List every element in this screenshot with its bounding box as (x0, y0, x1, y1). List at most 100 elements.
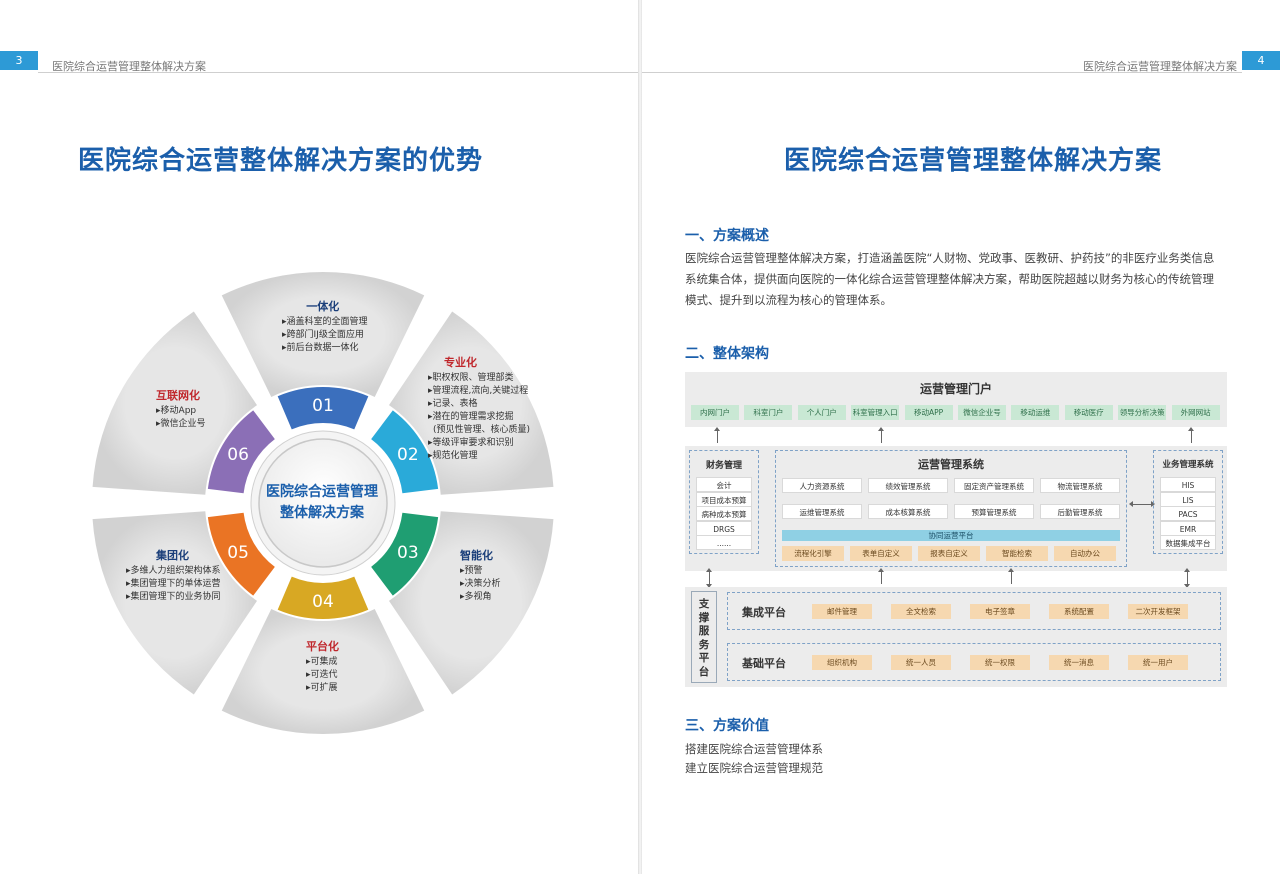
finance-chip: DRGS (696, 520, 752, 536)
arrow-up (714, 427, 720, 443)
segment-number: 05 (227, 543, 249, 563)
center-label-line1: 医院综合运营管理 (266, 484, 378, 500)
header-rule-right (642, 72, 1242, 73)
wheel-outer-segment-professional (388, 311, 554, 495)
foundation-platform: 基础平台 组织机构统一人员统一权限统一消息统一用户 (727, 643, 1221, 681)
support-label-char: 平 (698, 652, 710, 664)
support-label: 支撑服务平台 (691, 591, 717, 683)
finance-title: 财务管理 (705, 461, 742, 471)
center-label: 医院综合运营管理 整体解决方案 (248, 482, 396, 524)
overview-paragraph: 医院综合运营管理整体解决方案，打造涵盖医院“人财物、党政事、医教研、护药技”的非… (685, 251, 1215, 307)
collab-chip: 智能检索 (986, 546, 1048, 561)
ops-system-chip: 运维管理系统 (782, 504, 862, 519)
segment-number: 04 (312, 592, 334, 612)
portal-chip: 科室管理入口 (851, 405, 900, 420)
integration-title: 集成平台 (742, 606, 786, 619)
segment-item: ▸跨部门IJ级全面应用 (282, 330, 364, 340)
segment-text-integration: 一体化 ▸涵盖科室的全面管理 ▸跨部门IJ级全面应用 ▸前后台数据一体化 (282, 300, 368, 355)
running-head-left: 医院综合运营管理整体解决方案 (52, 60, 206, 73)
ops-system-chip: 成本核算系统 (868, 504, 948, 519)
wheel-outer-segment-intelligent (388, 511, 554, 695)
integration-platform: 集成平台 邮件管理全文检索电子签章系统配置二次开发框架 (727, 592, 1221, 630)
center-disc (258, 438, 388, 568)
segment-title: 专业化 (444, 356, 477, 369)
segment-title: 集团化 (156, 549, 189, 562)
finance-chip: 项目成本预算 (696, 491, 752, 507)
segment-item: ▸决策分析 (460, 579, 501, 589)
ops-system-chip: 固定资产管理系统 (954, 478, 1034, 493)
wheel-inner-segment-group (207, 512, 275, 596)
page-title-left: 医院综合运营整体解决方案的优势 (78, 146, 484, 176)
segment-number: 06 (227, 445, 249, 465)
segment-text-intelligent: 智能化 ▸预警 ▸决策分析 ▸多视角 (460, 549, 501, 604)
integration-chip: 二次开发框架 (1128, 604, 1188, 619)
portal-chip: 领导分析决策 (1118, 405, 1167, 420)
foundation-chip: 统一用户 (1128, 655, 1188, 670)
segment-text-platform: 平台化 ▸可集成 ▸可迭代 ▸可扩展 (306, 640, 339, 695)
business-title: 业务管理系统 (1162, 460, 1214, 470)
integration-chip: 全文检索 (891, 604, 951, 619)
portal-chip: 移动APP (904, 405, 953, 420)
support-label-char: 务 (698, 638, 710, 651)
finance-chip: 会计 (696, 477, 752, 492)
segment-title: 平台化 (306, 640, 339, 653)
segment-item: ▸集团管理下的业务协同 (126, 592, 221, 602)
integration-chip: 邮件管理 (812, 604, 872, 619)
collab-chip: 报表自定义 (918, 546, 980, 561)
support-label-char: 台 (698, 665, 710, 678)
right-page: 4 医院综合运营管理整体解决方案 医院综合运营管理整体解决方案 一、方案概述 医… (642, 0, 1280, 874)
segment-title: 智能化 (460, 549, 493, 562)
wheel-inner-segment-internet (207, 410, 275, 494)
ops-system-chip: 物流管理系统 (1040, 478, 1120, 493)
segment-item: (预见性管理、核心质量) (433, 425, 531, 435)
wheel-outer-segment-internet (92, 311, 258, 495)
foundation-chip: 统一人员 (891, 655, 951, 670)
header-rule-left (38, 72, 638, 73)
value-line-1: 搭建医院综合运营管理体系 (685, 742, 823, 756)
collab-chip: 流程化引擎 (782, 546, 844, 561)
segment-item: ▸可扩展 (306, 683, 338, 693)
segment-item: ▸移动App (156, 406, 197, 416)
segment-number: 01 (312, 396, 334, 416)
arrow-bidirectional (1129, 501, 1155, 507)
segment-item: ▸潜在的管理需求挖掘 (428, 412, 514, 422)
segment-item: ▸管理流程,流向,关键过程 (428, 386, 529, 396)
portal-title: 运营管理门户 (919, 382, 992, 396)
foundation-title: 基础平台 (742, 657, 786, 670)
wheel-inner-segment-platform (277, 576, 369, 619)
value-line-2: 建立医院综合运营管理规范 (685, 761, 823, 775)
section-heading-overview: 一、方案概述 (685, 228, 769, 244)
support-label-char: 服 (698, 625, 710, 637)
business-chip: LIS (1160, 491, 1216, 507)
arrow-up (1008, 568, 1014, 584)
wheel-outer-segment-platform (221, 609, 425, 734)
portal-chip: 移动医疗 (1064, 405, 1113, 420)
finance-chip: 病种成本预算 (696, 506, 752, 521)
ops-title: 运营管理系统 (918, 458, 984, 471)
arrow-bidirectional (706, 568, 712, 588)
wheel-outer-segment-group (92, 511, 258, 695)
section-heading-value: 三、方案价值 (685, 718, 769, 734)
wheel-outer-segment-integration (221, 272, 425, 397)
integration-chip: 系统配置 (1049, 604, 1109, 619)
portal-chip: 微信企业号 (958, 405, 1006, 420)
portal-chip: 科室门户 (744, 405, 793, 420)
segment-item: ▸可集成 (306, 657, 338, 667)
running-head-right: 医院综合运营管理整体解决方案 (1083, 60, 1237, 73)
ops-panel: 运营管理系统 人力资源系统绩效管理系统固定资产管理系统物流管理系统运维管理系统成… (775, 450, 1127, 567)
segment-text-group: 集团化 ▸多维人力组织架构体系 ▸集团管理下的单体运营 ▸集团管理下的业务协同 (126, 549, 221, 604)
foundation-chip: 统一消息 (1049, 655, 1109, 670)
segment-text-internet: 互联网化 ▸移动App ▸微信企业号 (156, 389, 206, 431)
wheel-inner-segment-integration (277, 387, 369, 430)
segment-number: 03 (397, 543, 419, 563)
portal-chip: 移动运维 (1011, 405, 1060, 420)
segment-item: ▸职权权限、管理部类 (428, 373, 514, 383)
segment-item: ▸多维人力组织架构体系 (126, 566, 221, 576)
foundation-chip: 统一权限 (970, 655, 1030, 670)
book-spine (638, 0, 642, 874)
support-label-char: 撑 (698, 611, 710, 624)
